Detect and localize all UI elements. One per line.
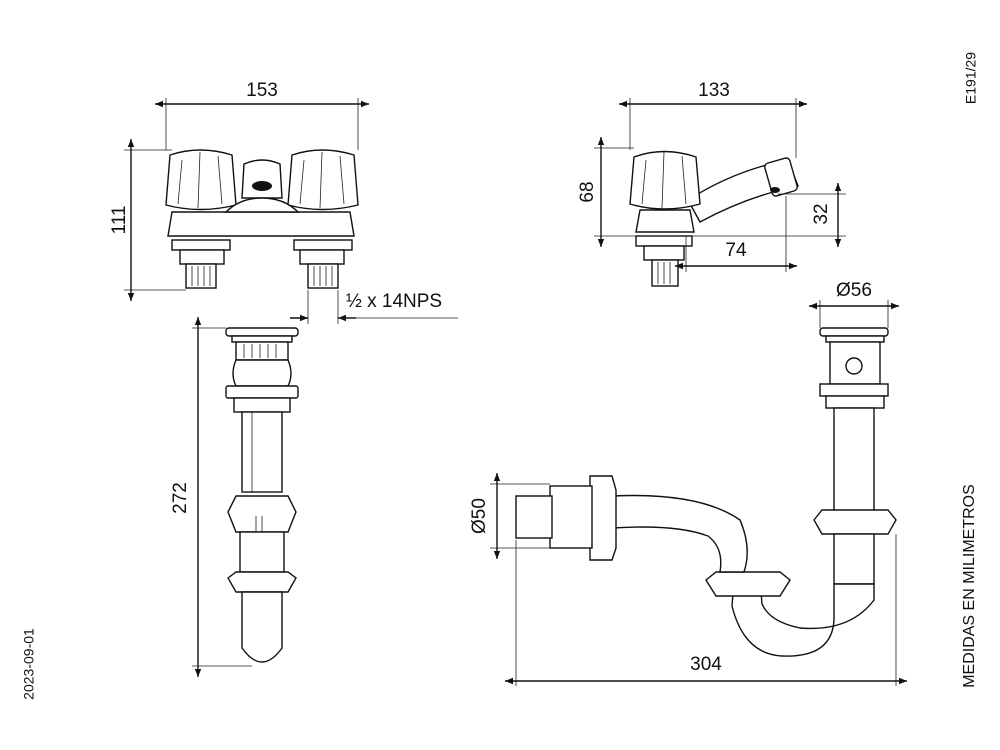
drawing-code: E191/29 [963, 52, 979, 104]
dimension-faucet-width: 153 [155, 80, 369, 150]
dimension-drain-diameter: Ø56 [809, 280, 899, 328]
dimension-side-length: 133 [619, 80, 807, 158]
dim-68-label: 68 [577, 181, 598, 202]
dimension-drain-height: 272 [170, 317, 252, 677]
dimension-outlet-diameter: Ø50 [469, 473, 550, 559]
faucet-side-view [629, 150, 799, 287]
dim-111-label: 111 [109, 206, 130, 235]
dim-56-label: Ø56 [836, 280, 872, 301]
thread-label: ½ x 14NPS [346, 291, 442, 312]
p-trap-assembly [515, 327, 897, 657]
dim-74-label: 74 [725, 240, 747, 261]
units-note: MEDIDAS EN MILIMETROS [961, 484, 978, 688]
dim-272-label: 272 [170, 482, 191, 514]
dimension-faucet-height: 111 [109, 139, 186, 301]
dim-32-label: 32 [811, 203, 832, 224]
dim-304-label: 304 [690, 654, 722, 675]
dimension-spout-height: 32 [692, 183, 846, 247]
faucet-front-view [165, 149, 359, 289]
dimension-thread: ½ x 14NPS [290, 290, 458, 324]
drawing-date: 2023-09-01 [21, 628, 37, 700]
dimension-spout-reach: 74 [675, 196, 797, 272]
drain-assembly [225, 327, 299, 663]
dim-133-label: 133 [698, 80, 730, 101]
dim-153-label: 153 [246, 80, 278, 101]
dim-50-label: Ø50 [469, 498, 490, 534]
dimension-side-height: 68 [577, 137, 636, 247]
dimension-trap-length: 304 [505, 534, 907, 686]
